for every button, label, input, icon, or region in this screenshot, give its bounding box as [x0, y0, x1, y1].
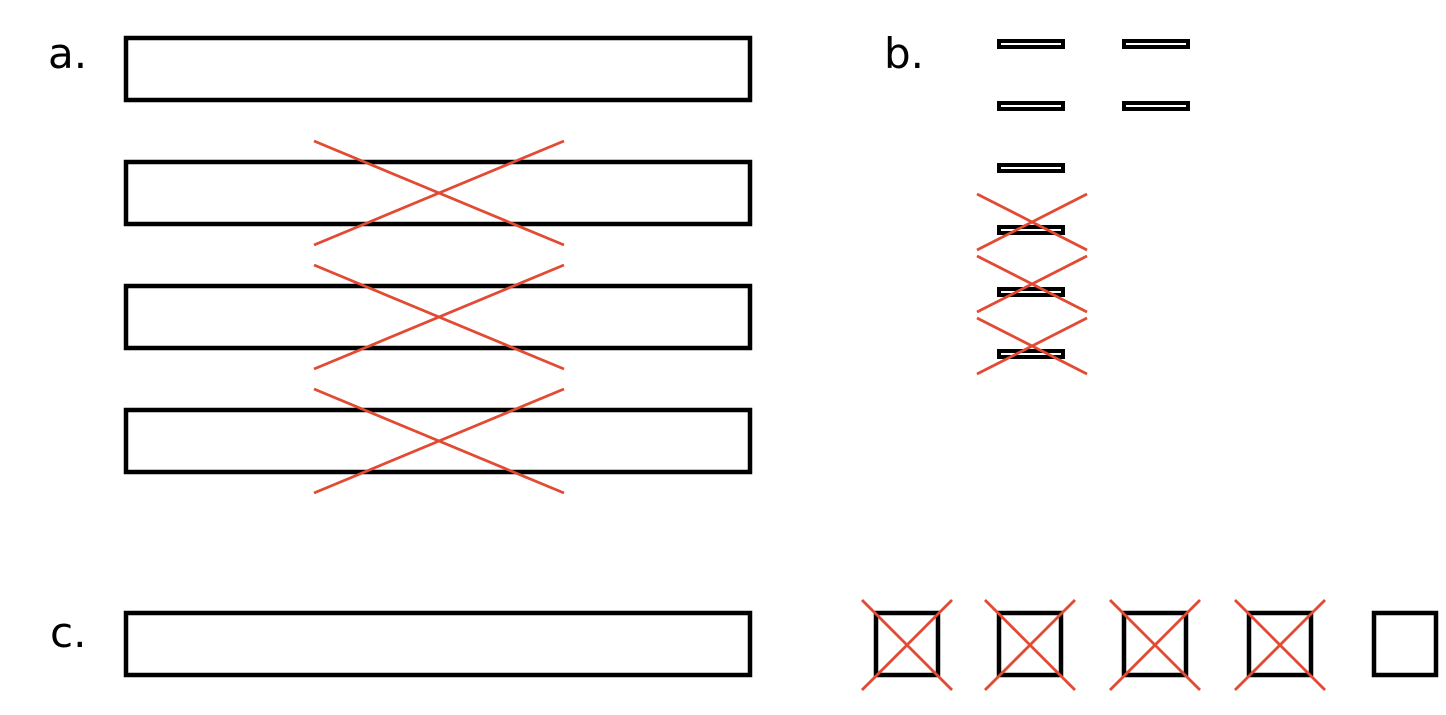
panel-c-cross-3-line-2 — [1109, 599, 1201, 691]
panel-b-bar-7 — [997, 287, 1065, 297]
panel-b-cross-7 — [976, 254, 1088, 314]
panel-b-cross-8-line-2 — [976, 316, 1088, 376]
panel-b-cross-8 — [976, 316, 1088, 376]
panel-c — [123, 599, 1439, 691]
panel-b-bar-5 — [997, 163, 1065, 173]
panel-b-cross-6-line-2 — [976, 192, 1088, 252]
panel-c-cross-1 — [861, 599, 953, 691]
panel-a-cross-2 — [313, 139, 565, 247]
panel-c-cross-3 — [1109, 599, 1201, 691]
panel-c-square-1 — [873, 610, 941, 678]
panel-b-bar-3 — [997, 101, 1065, 111]
panel-c-square-4 — [1246, 610, 1314, 678]
panel-a-rect-4 — [123, 407, 753, 475]
panel-a-rect-2 — [123, 159, 753, 227]
panel-a-rect-1 — [123, 35, 753, 103]
panel-a — [123, 35, 753, 495]
panel-b-bar-1 — [997, 39, 1065, 49]
panel-c-cross-2-line-2 — [984, 599, 1076, 691]
panel-a-cross-4-line-2 — [313, 387, 565, 495]
panel-c-cross-1-line-2 — [861, 599, 953, 691]
panel-b-bar-6 — [997, 225, 1065, 235]
panel-a-cross-3-line-2 — [313, 263, 565, 371]
panel-c-label: c. — [50, 608, 86, 657]
panel-b-bar-2 — [1122, 39, 1190, 49]
panel-a-cross-3 — [313, 263, 565, 371]
panel-b-bar-8 — [997, 349, 1065, 359]
panel-c-bar — [123, 610, 753, 678]
panel-b-cross-7-line-2 — [976, 254, 1088, 314]
panel-c-cross-4 — [1234, 599, 1326, 691]
panel-a-rect-3 — [123, 283, 753, 351]
panel-c-square-5 — [1371, 610, 1439, 678]
panel-b-bar-4 — [1122, 101, 1190, 111]
panel-b — [976, 39, 1190, 376]
panel-a-cross-4 — [313, 387, 565, 495]
panel-c-cross-2 — [984, 599, 1076, 691]
panel-b-label: b. — [884, 29, 924, 78]
panel-a-cross-2-line-2 — [313, 139, 565, 247]
panel-c-cross-4-line-2 — [1234, 599, 1326, 691]
panel-a-label: a. — [48, 29, 87, 78]
panel-c-square-3 — [1121, 610, 1189, 678]
panel-b-cross-6 — [976, 192, 1088, 252]
panel-c-square-2 — [996, 610, 1064, 678]
